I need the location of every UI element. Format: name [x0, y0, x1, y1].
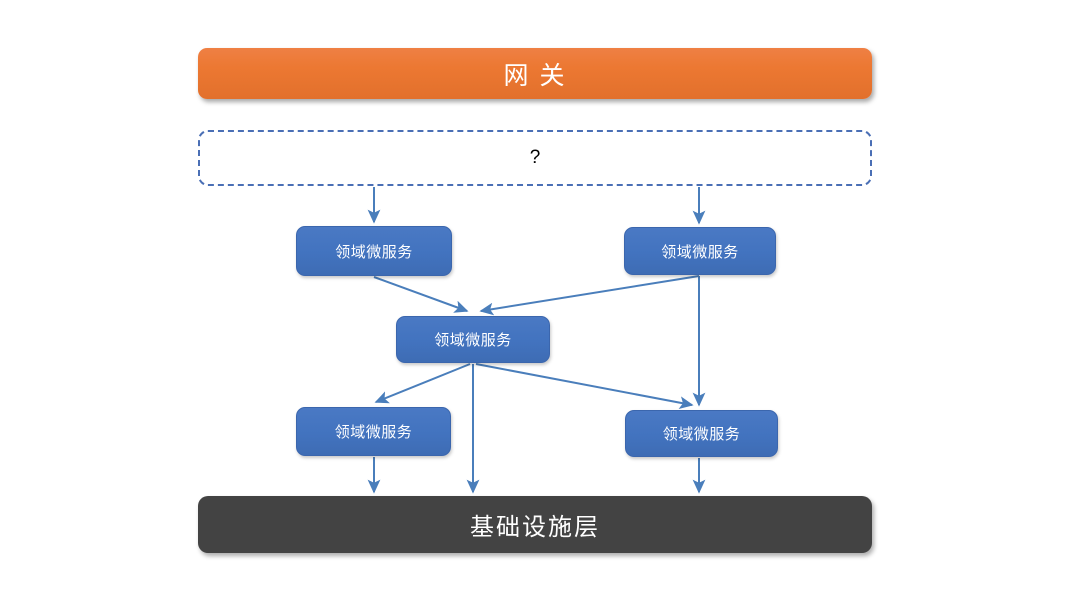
unknown-layer-node[interactable]: ? — [198, 130, 872, 186]
service-label: 领域微服务 — [334, 424, 413, 441]
service-node-top-right[interactable]: 领域微服务 — [624, 227, 776, 275]
edge-service-center-to-bottom-left — [374, 363, 471, 404]
service-node-bottom-left[interactable]: 领域微服务 — [296, 407, 451, 456]
gateway-label: 网 关 — [503, 61, 567, 90]
edge-service-top-right-to-center — [479, 275, 700, 316]
edge-service-top-left-to-center — [373, 276, 469, 313]
service-node-bottom-right[interactable]: 领域微服务 — [625, 410, 778, 457]
gateway-node[interactable]: 网 关 — [198, 48, 872, 99]
service-node-center[interactable]: 领域微服务 — [396, 316, 550, 363]
service-label: 领域微服务 — [662, 426, 741, 443]
infrastructure-label: 基础设施层 — [470, 514, 600, 541]
service-label: 领域微服务 — [434, 332, 512, 349]
edge-service-center-to-bottom-right — [475, 363, 694, 409]
service-node-top-left[interactable]: 领域微服务 — [296, 226, 452, 276]
service-label: 领域微服务 — [335, 243, 413, 261]
unknown-layer-label: ? — [529, 147, 541, 168]
infrastructure-node[interactable]: 基础设施层 — [198, 496, 872, 553]
service-label: 领域微服务 — [661, 243, 739, 261]
